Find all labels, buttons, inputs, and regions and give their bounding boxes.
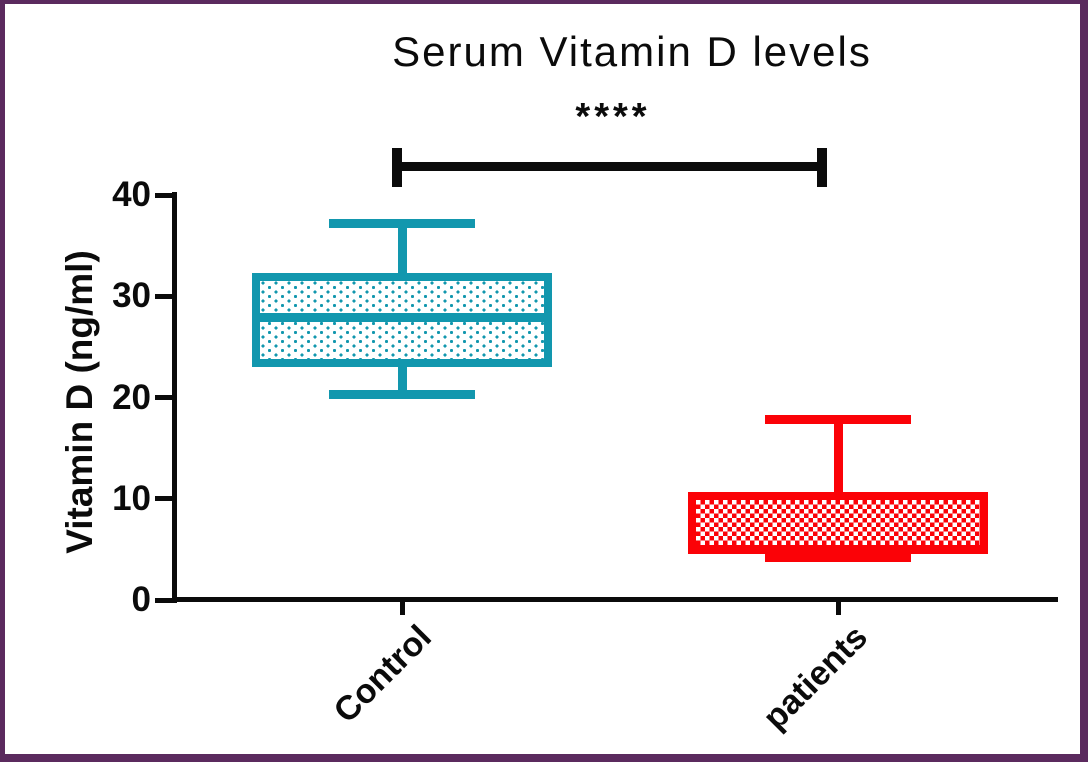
y-tick-label: 0 <box>131 580 151 619</box>
whisker-cap-min-patients <box>765 552 911 562</box>
x-tick-patients <box>836 602 841 615</box>
y-tick-label: 40 <box>112 175 151 214</box>
whisker-cap-min-Control <box>329 389 475 399</box>
significance-bracket-left-cap <box>392 148 402 187</box>
y-tick <box>155 597 173 603</box>
whisker-cap-max-patients <box>765 415 911 425</box>
significance-bracket-bar <box>392 162 827 171</box>
y-tick <box>155 496 173 502</box>
median-Control <box>255 313 549 322</box>
y-tick <box>155 395 173 400</box>
y-tick-label: 10 <box>112 478 151 518</box>
whisker-line-top-patients <box>833 419 843 496</box>
significance-bracket-right-cap <box>817 148 827 187</box>
median-patients <box>691 544 985 554</box>
x-label-control: Control <box>326 618 439 731</box>
whisker-line-bottom-Control <box>397 363 407 395</box>
box-patients <box>688 491 988 555</box>
x-label-patients: patients <box>755 618 875 738</box>
y-axis-line <box>172 192 177 603</box>
chart-title: Serum Vitamin D levels <box>392 28 872 75</box>
y-tick-label: 30 <box>112 276 151 316</box>
significance-stars: **** <box>575 96 651 138</box>
whisker-line-top-Control <box>397 223 407 277</box>
y-tick-label: 20 <box>112 377 151 417</box>
x-tick-control <box>400 602 405 615</box>
y-tick <box>155 293 173 299</box>
whisker-cap-max-Control <box>329 218 475 228</box>
y-tick <box>155 192 173 198</box>
x-axis-line <box>172 597 1058 602</box>
